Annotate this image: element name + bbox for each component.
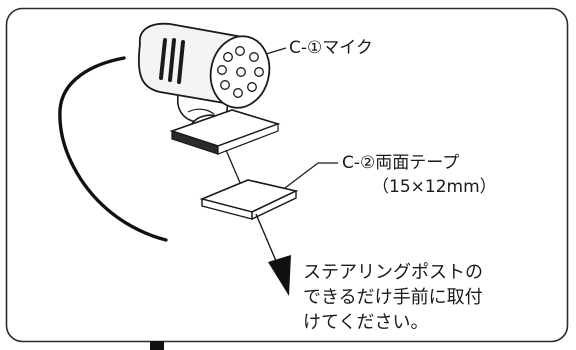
mic-leader-line [265, 47, 287, 55]
figure-frame [5, 7, 569, 343]
mounting-instruction: ステアリングポストの できるだけ手前に取付 けてください。 [303, 260, 483, 335]
instruction-line: ステアリングポストの [303, 262, 483, 283]
tape-leader-line [284, 162, 338, 189]
mic-label: C-①マイク [289, 38, 373, 58]
mic-cable [58, 56, 168, 242]
instruction-line: けてください。 [303, 312, 429, 333]
instruction-line: できるだけ手前に取付 [303, 287, 483, 308]
tape-size-label: （15×12mm） [372, 177, 497, 197]
frame-tab [150, 341, 164, 350]
tape-label: C-②両面テープ [342, 153, 460, 173]
double-sided-tape [199, 179, 299, 221]
arrow-head-icon [268, 255, 291, 296]
mount-line-lower [255, 213, 280, 269]
mic-stand [169, 95, 281, 155]
microphone [137, 22, 271, 109]
